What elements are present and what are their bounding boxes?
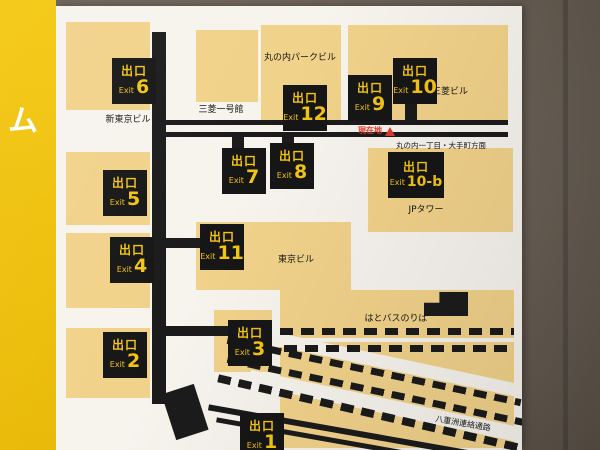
station-exit-map: 丸の内パークビル 三菱一号館 三菱ビル 新東京ビル JPタワー 東京ビル はとバ…: [56, 6, 522, 450]
label-mitsubishi-bldg: 三菱ビル: [431, 87, 468, 97]
exit-en-label: Exit: [116, 265, 132, 275]
walkway-dashes-1: [280, 328, 514, 335]
exit-number: 10: [410, 76, 437, 99]
exit-jp-label: 出口: [111, 337, 138, 352]
corridor-stub-exit7: [232, 134, 244, 150]
wall-seam: [563, 0, 568, 450]
exit-number: 9: [371, 93, 386, 116]
exit-number: 12: [300, 103, 327, 126]
exit-en-label: Exit: [109, 198, 125, 208]
exit-en-label: Exit: [200, 252, 216, 262]
corridor-stub-exit3: [162, 326, 232, 336]
exit-jp-label: 出口: [230, 153, 257, 168]
exit-en-label: Exit: [354, 103, 370, 113]
exit-jp-label: 出口: [248, 418, 275, 433]
exit-jp-label: 出口: [111, 175, 138, 190]
building-block-mitsubishi-ichigokan: [196, 30, 258, 102]
label-marunouchi-park: 丸の内パークビル: [263, 53, 336, 63]
exit-number: 4: [133, 255, 148, 278]
label-mitsubishi-ichigokan: 三菱一号館: [198, 105, 244, 115]
label-direction: 丸の内一丁目・大手町方面: [396, 141, 486, 150]
sign-yellow-side-strip: ム: [0, 0, 56, 450]
label-jp-tower: JPタワー: [408, 205, 444, 215]
exit-en-label: Exit: [283, 113, 299, 123]
exit-number: 11: [217, 242, 244, 265]
label-tokyo-bldg: 東京ビル: [277, 255, 314, 265]
exit-en-label: Exit: [118, 86, 134, 96]
corridor-stub-exit11: [162, 238, 204, 248]
exit-number: 1: [263, 431, 278, 450]
exit-number: 6: [135, 76, 150, 99]
exit-jp-label: 出口: [356, 80, 383, 95]
current-location-marker: 現在地: [358, 125, 395, 136]
current-location-label: 現在地: [358, 126, 382, 135]
exit-jp-label: 出口: [236, 325, 263, 340]
corridor-stub-exit8: [282, 134, 294, 145]
exit-number: 7: [245, 166, 260, 189]
exit-jp-label: 出口: [208, 229, 235, 244]
exit-en-label: Exit: [393, 86, 409, 96]
exit-en-label: Exit: [228, 176, 244, 186]
exit-number: 10-b: [406, 173, 443, 190]
exit-jp-label: 出口: [402, 160, 429, 175]
label-hato-bus: はとバスのりば: [364, 314, 428, 324]
exit-jp-label: 出口: [278, 148, 305, 163]
main-street: [152, 120, 508, 137]
exit-jp-label: 出口: [120, 63, 147, 78]
exit-number: 5: [126, 188, 141, 211]
exit-jp-label: 出口: [118, 242, 145, 257]
side-strip-character: ム: [8, 104, 38, 139]
exit-en-label: Exit: [234, 348, 250, 358]
label-shin-tokyo-bldg: 新東京ビル: [105, 115, 151, 125]
station-structure: [161, 383, 209, 441]
exit-en-label: Exit: [276, 171, 292, 181]
exit-number: 2: [126, 350, 141, 373]
walkway-dashes-2: [284, 345, 514, 352]
current-location-triangle-icon: [385, 127, 395, 136]
exit-jp-label: 出口: [291, 90, 318, 105]
main-corridor-vertical: [152, 32, 166, 404]
exit-number: 3: [251, 338, 266, 361]
exit-en-label: Exit: [246, 441, 262, 450]
corridor-stub-exit10: [405, 102, 417, 122]
exit-en-label: Exit: [109, 360, 125, 370]
exit-jp-label: 出口: [401, 63, 428, 78]
exit-number: 8: [293, 161, 308, 184]
exit-en-label: Exit: [389, 177, 405, 187]
